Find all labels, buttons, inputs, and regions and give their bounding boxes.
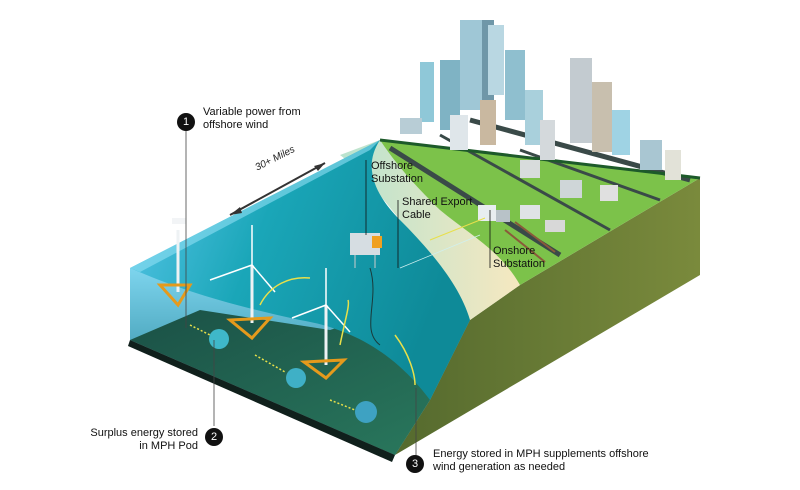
sea-surface <box>130 140 470 400</box>
mph-pod <box>286 368 306 388</box>
callout-3-line1: Energy stored in MPH supplements offshor… <box>433 448 649 460</box>
callout-text-3: Energy stored in MPH supplements offshor… <box>433 448 649 474</box>
distance-arrow <box>229 162 326 216</box>
callout-text-2: Surplus energy stored in MPH Pod <box>62 427 198 453</box>
mph-pod <box>209 329 229 349</box>
export-cable-label-line1: Shared Export <box>402 196 473 208</box>
onshore-substation-label-line2: Substation <box>493 258 545 270</box>
callout-badge-3: 3 <box>406 455 424 473</box>
callout-badge-1: 1 <box>177 113 195 131</box>
callout-1-line1: Variable power from <box>203 106 301 118</box>
callout-1-line2: offshore wind <box>203 119 269 131</box>
callout-badge-2: 2 <box>205 428 223 446</box>
beach <box>340 140 520 320</box>
export-cable-label: Shared Export Cable <box>402 196 472 222</box>
callout-3-line2: wind generation as needed <box>433 461 566 473</box>
ground-side-face <box>395 178 700 455</box>
onshore-substation <box>429 205 556 263</box>
wind-turbine <box>209 225 276 341</box>
offshore-substation-label-line2: Substation <box>371 173 423 185</box>
mph-pod <box>355 401 377 423</box>
callout-text-1: Variable power from offshore wind <box>203 106 301 132</box>
callout-2-line1: Surplus energy stored <box>90 427 198 439</box>
wind-turbine <box>291 268 351 380</box>
wind-turbine <box>156 218 193 308</box>
export-cable-label-line2: Cable <box>402 209 431 221</box>
offshore-substation-label: Offshore Substation <box>371 160 423 186</box>
callout-2-line2: in MPH Pod <box>139 440 198 452</box>
road <box>388 145 562 258</box>
offshore-substation <box>350 233 382 268</box>
onshore-substation-label: Onshore Substation <box>493 245 545 271</box>
onshore-substation-label-line1: Onshore <box>493 245 536 257</box>
city-skyline <box>400 20 681 232</box>
offshore-substation-label-line1: Offshore <box>371 160 413 172</box>
